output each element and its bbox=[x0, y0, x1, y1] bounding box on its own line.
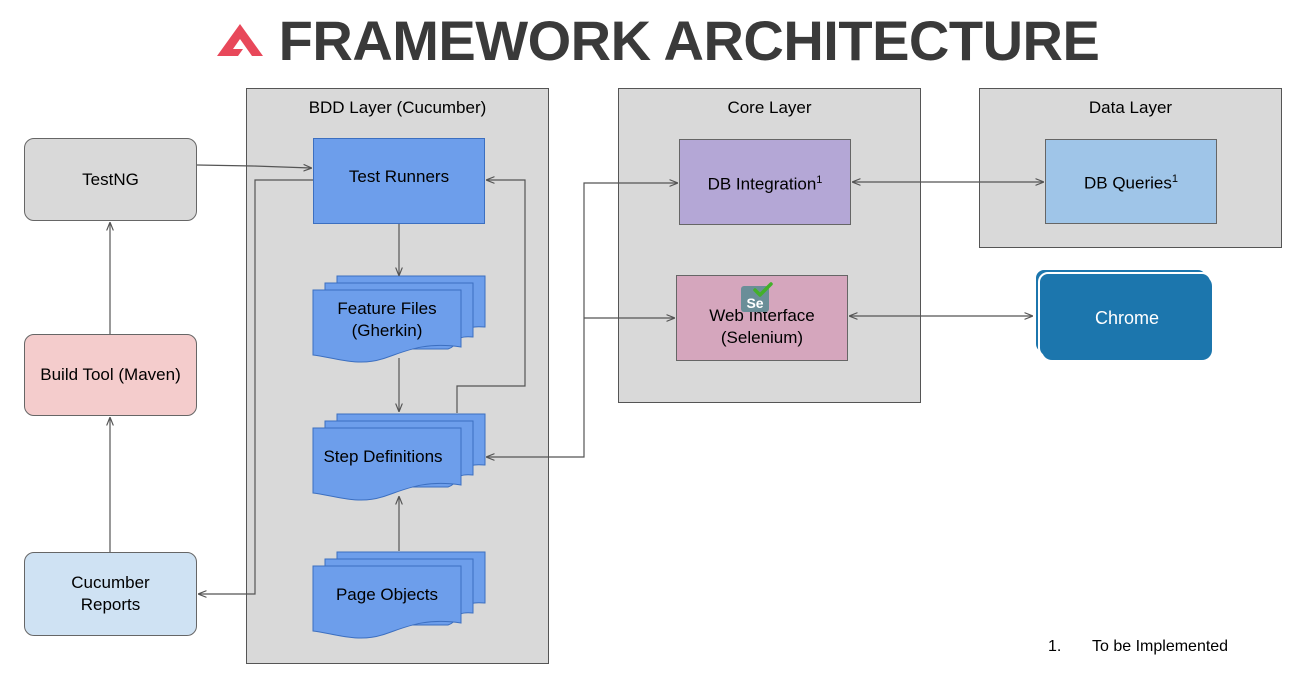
page-objects-text: Page Objects bbox=[335, 585, 439, 604]
page-header: FRAMEWORK ARCHITECTURE bbox=[0, 8, 1312, 72]
chrome-node: Chrome bbox=[1034, 268, 1214, 362]
step-definitions-text: Step Definitions bbox=[323, 447, 443, 466]
step-definitions-label: Step Definitions bbox=[313, 443, 453, 471]
db-queries-text: DB Queries bbox=[1084, 173, 1172, 193]
chrome-label: Chrome bbox=[1094, 307, 1160, 328]
web-interface-label-line2: (Selenium) bbox=[720, 328, 804, 347]
cucumber-reports-node: Cucumber Reports bbox=[24, 552, 197, 636]
footnote-text: To be Implemented bbox=[1092, 638, 1229, 655]
chrome-label-box: Chrome bbox=[1042, 276, 1212, 360]
db-queries-node: DB Queries1 bbox=[1045, 139, 1217, 224]
db-integration-node: DB Integration1 bbox=[679, 139, 851, 225]
page-objects-label: Page Objects bbox=[313, 581, 461, 609]
page-objects-doc-shape bbox=[312, 551, 486, 639]
feature-files-label: Feature Files (Gherkin) bbox=[313, 296, 461, 344]
build-tool-label: Build Tool (Maven) bbox=[40, 365, 181, 384]
testng-node: TestNG bbox=[24, 138, 197, 221]
db-queries-label: DB Queries1 bbox=[1084, 168, 1178, 195]
cucumber-reports-label-line2: Reports bbox=[80, 595, 141, 614]
build-tool-node: Build Tool (Maven) bbox=[24, 334, 197, 416]
footnote: 1. To be Implemented bbox=[1048, 638, 1228, 656]
test-runners-label: Test Runners bbox=[348, 167, 450, 186]
testng-label: TestNG bbox=[82, 169, 139, 189]
page-title: FRAMEWORK ARCHITECTURE bbox=[278, 8, 1100, 72]
core-layer-title: Core Layer bbox=[727, 98, 812, 117]
test-runners-node: Test Runners bbox=[313, 138, 485, 224]
step-definitions-doc-shape bbox=[312, 413, 486, 501]
feature-files-label-line2: (Gherkin) bbox=[351, 321, 423, 340]
footnote-number: 1. bbox=[1048, 638, 1062, 655]
feature-files-label-line1: Feature Files bbox=[337, 299, 437, 318]
logo-icon bbox=[216, 24, 263, 56]
web-interface-label-line1: Web Interface bbox=[709, 306, 815, 325]
bdd-layer-title: BDD Layer (Cucumber) bbox=[308, 98, 487, 117]
data-layer-title: Data Layer bbox=[1088, 98, 1173, 117]
selenium-icon: Se bbox=[741, 282, 773, 312]
db-integration-text: DB Integration bbox=[707, 174, 817, 194]
db-integration-label: DB Integration1 bbox=[708, 169, 823, 196]
db-integration-footnote-mark: 1 bbox=[816, 173, 823, 186]
db-queries-footnote-mark: 1 bbox=[1171, 173, 1178, 186]
checkmark-icon bbox=[753, 282, 773, 297]
cucumber-reports-label-line1: Cucumber bbox=[71, 573, 150, 592]
